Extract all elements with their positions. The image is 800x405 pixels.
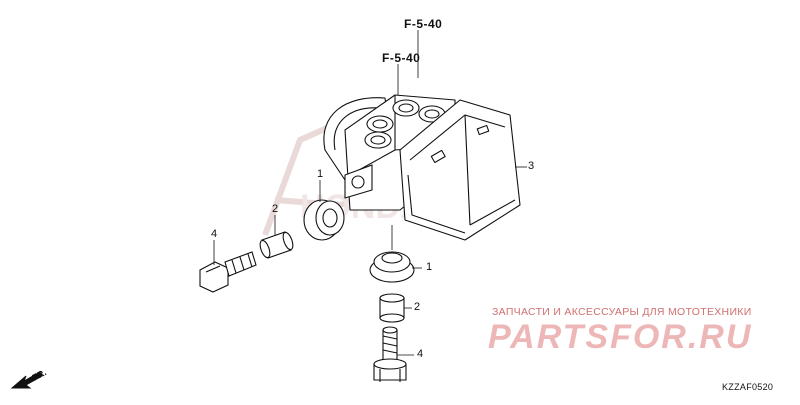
watermark-tagline: ЗАПЧАСТИ И АКСЕССУАРЫ ДЛЯ МОТОТЕХНИКИ xyxy=(492,306,752,318)
callout-part-1-lower: 1 xyxy=(426,261,433,273)
bolt-lower xyxy=(373,326,407,382)
callout-part-4-lower: 4 xyxy=(417,348,424,360)
front-direction-arrow xyxy=(10,371,43,389)
collar-lower xyxy=(379,293,405,323)
abs-modulator-unit xyxy=(323,94,521,241)
grommet-lower xyxy=(369,251,415,283)
grommet-upper xyxy=(303,199,345,241)
watermark-logo: PARTSFOR.RU xyxy=(488,318,753,356)
callout-part-4-left: 4 xyxy=(211,228,218,240)
callout-part-3: 3 xyxy=(528,160,535,172)
leader-lines xyxy=(213,30,527,356)
callout-part-2-left: 2 xyxy=(272,203,279,215)
diagram-code: KZZAF0520 xyxy=(722,382,774,392)
callout-part-2-lower: 2 xyxy=(414,301,421,313)
reference-label-top: F-5-40 xyxy=(404,17,443,31)
collar-left xyxy=(259,231,294,259)
callout-part-1-upper: 1 xyxy=(317,168,324,180)
bolt-left xyxy=(199,251,257,293)
reference-label-mid: F-5-40 xyxy=(382,51,421,65)
